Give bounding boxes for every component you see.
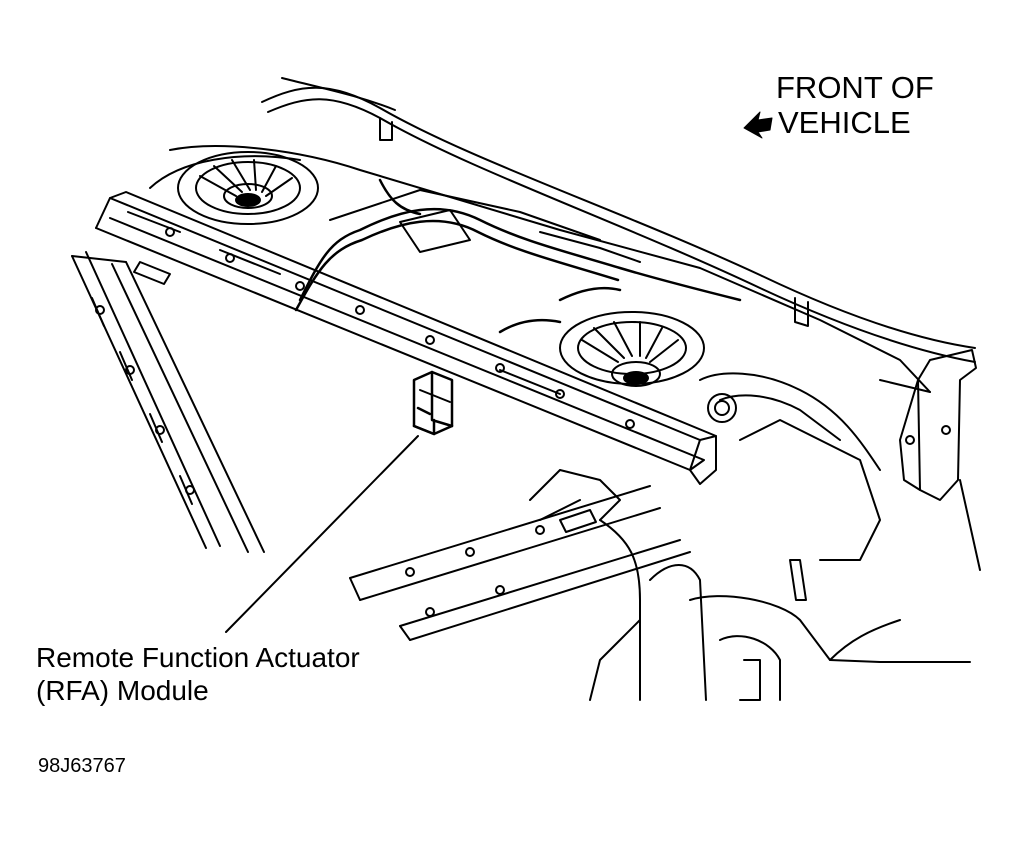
left-door-frame <box>71 251 265 553</box>
lower-cavity <box>529 469 971 701</box>
left-speaker <box>177 151 319 225</box>
front-of-vehicle-label: FRONT OF <box>776 70 934 105</box>
arrow-left-down-icon <box>743 111 773 139</box>
rfa-module-shape <box>412 370 454 436</box>
lower-support-beam <box>349 485 691 641</box>
figure-id: 98J63767 <box>38 755 126 777</box>
callout-leader-line <box>225 435 419 633</box>
right-body-structure <box>699 349 981 571</box>
right-speaker <box>559 311 705 387</box>
cowl-top <box>261 77 976 363</box>
rfa-module-callout-line2: (RFA) Module <box>36 675 209 706</box>
rfa-module-callout-line1: Remote Function Actuator <box>36 642 360 673</box>
wiring-harness <box>294 178 742 334</box>
dash-panel <box>149 145 931 393</box>
cross-car-beam <box>95 191 717 485</box>
vehicle-label: VEHICLE <box>778 105 911 140</box>
